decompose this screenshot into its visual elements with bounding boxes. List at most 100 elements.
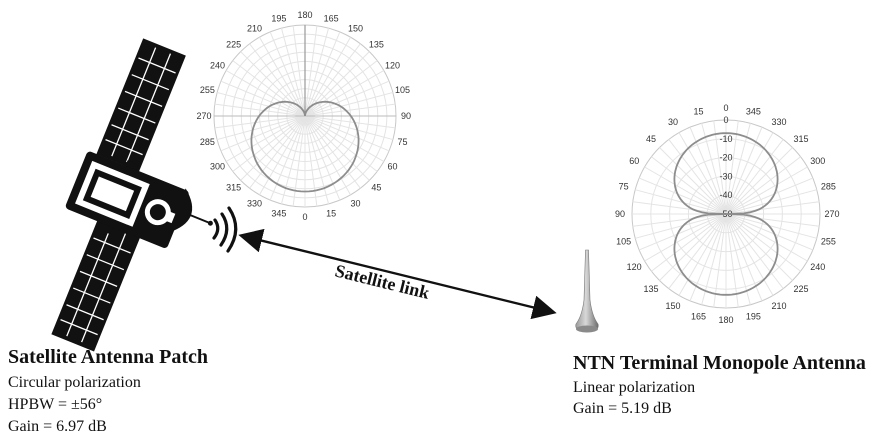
term-radial-label: -40: [719, 190, 732, 200]
term-grid-spoke: [638, 177, 727, 215]
term-grid-spoke: [701, 213, 727, 305]
sat-grid-spoke: [304, 80, 390, 117]
sat-angle-label: 345: [271, 209, 286, 219]
term-grid-spoke: [725, 120, 739, 215]
term-radial-label: 0: [723, 115, 728, 125]
term-grid-spoke: [725, 166, 808, 215]
terminal-gain: Gain = 5.19 dB: [573, 400, 672, 417]
sat-grid-spoke: [269, 31, 306, 117]
sat-grid-spoke: [214, 103, 306, 117]
sat-angle-label: 225: [226, 40, 241, 50]
term-grid-spoke: [678, 213, 727, 296]
sat-angle-label: 60: [387, 162, 397, 172]
term-grid-spoke: [725, 213, 814, 251]
sat-grid-spoke: [249, 115, 306, 189]
term-angle-label: 240: [810, 262, 825, 272]
term-angle-label: 315: [793, 134, 808, 144]
term-grid-spoke: [725, 139, 784, 215]
sat-grid-spoke: [292, 25, 306, 117]
sat-angle-label: 180: [297, 10, 312, 20]
sat-pattern-curve: [250, 100, 360, 193]
term-angle-label: 255: [821, 236, 836, 246]
term-angle-label: 120: [627, 262, 642, 272]
sat-grid-spoke: [304, 31, 341, 117]
term-grid-spoke: [725, 147, 793, 215]
sat-grid-spoke: [304, 115, 351, 196]
term-angle-label: 345: [746, 107, 761, 117]
satellite-hpbw: HPBW = ±56°: [8, 396, 103, 413]
sat-angle-label: 90: [401, 111, 411, 121]
sat-angle-label: 45: [371, 182, 381, 192]
sat-angle-label: 165: [324, 13, 339, 23]
sat-grid-spoke: [304, 70, 385, 117]
sat-grid-spoke: [220, 80, 306, 117]
term-grid-spoke: [713, 120, 727, 215]
sat-grid-spoke: [220, 115, 306, 152]
term-angle-label: 330: [771, 117, 786, 127]
term-angle-label: 15: [694, 107, 704, 117]
term-grid-spoke: [632, 201, 727, 215]
term-grid-spoke: [725, 213, 817, 239]
sat-grid-spoke: [304, 25, 318, 117]
term-angle-label: 45: [646, 134, 656, 144]
term-grid-spoke: [659, 147, 727, 215]
sat-angle-label: 120: [385, 61, 400, 71]
sat-angle-label: 315: [226, 182, 241, 192]
satellite-polarization: Circular polarization: [8, 374, 141, 391]
sat-grid-spoke: [304, 103, 396, 117]
term-grid-spoke: [725, 132, 774, 215]
term-angle-label: 180: [718, 315, 733, 325]
sat-angle-label: 255: [200, 85, 215, 95]
sat-grid-spoke: [304, 51, 370, 117]
term-grid-spoke: [644, 166, 727, 215]
sat-grid-spoke: [304, 115, 396, 129]
sat-grid-spoke: [216, 115, 306, 141]
sat-angle-label: 285: [200, 137, 215, 147]
term-grid-spoke: [725, 213, 784, 289]
term-angle-label: 60: [629, 156, 639, 166]
sat-grid-spoke: [304, 91, 394, 117]
sat-angle-label: 30: [350, 198, 360, 208]
term-grid-spoke: [725, 213, 751, 305]
sat-grid-spoke: [304, 60, 378, 117]
term-grid-spoke: [725, 213, 739, 308]
term-radial-label: -10: [719, 134, 732, 144]
term-grid-spoke: [725, 213, 820, 227]
term-grid-spoke: [725, 213, 808, 262]
sat-angle-label: 105: [395, 85, 410, 95]
term-grid-spoke: [638, 213, 727, 251]
sat-grid-spoke: [214, 115, 306, 129]
sat-grid-spoke: [304, 115, 330, 205]
term-grid-spoke: [659, 213, 727, 281]
term-grid-spoke: [678, 132, 727, 215]
term-angle-label: 30: [668, 117, 678, 127]
terminal-polarization: Linear polarization: [573, 379, 696, 396]
sat-angle-label: 300: [210, 162, 225, 172]
term-angle-label: 210: [771, 301, 786, 311]
term-grid-spoke: [725, 156, 801, 215]
sat-angle-label: 210: [247, 24, 262, 34]
sat-angle-label: 15: [326, 209, 336, 219]
term-grid-spoke: [651, 213, 727, 272]
sat-grid-spoke: [280, 27, 306, 117]
sat-grid-spoke: [304, 36, 351, 117]
term-angle-label: 105: [616, 236, 631, 246]
sat-grid-spoke: [216, 91, 306, 117]
satellite-antenna-title: Satellite Antenna Patch: [8, 346, 208, 368]
term-angle-label: 75: [619, 182, 629, 192]
term-angle-label: 135: [644, 284, 659, 294]
sat-angle-label: 0: [302, 212, 307, 222]
sat-grid-spoke: [304, 115, 370, 181]
sat-grid-spoke: [280, 115, 306, 205]
sat-grid-spoke: [304, 115, 361, 189]
term-grid-spoke: [644, 213, 727, 262]
sat-grid-spoke: [232, 115, 306, 172]
term-angle-label: 225: [793, 284, 808, 294]
sat-grid-spoke: [304, 115, 385, 162]
term-angle-label: 0: [723, 103, 728, 113]
term-angle-label: 195: [746, 311, 761, 321]
term-grid-spoke: [725, 189, 817, 215]
